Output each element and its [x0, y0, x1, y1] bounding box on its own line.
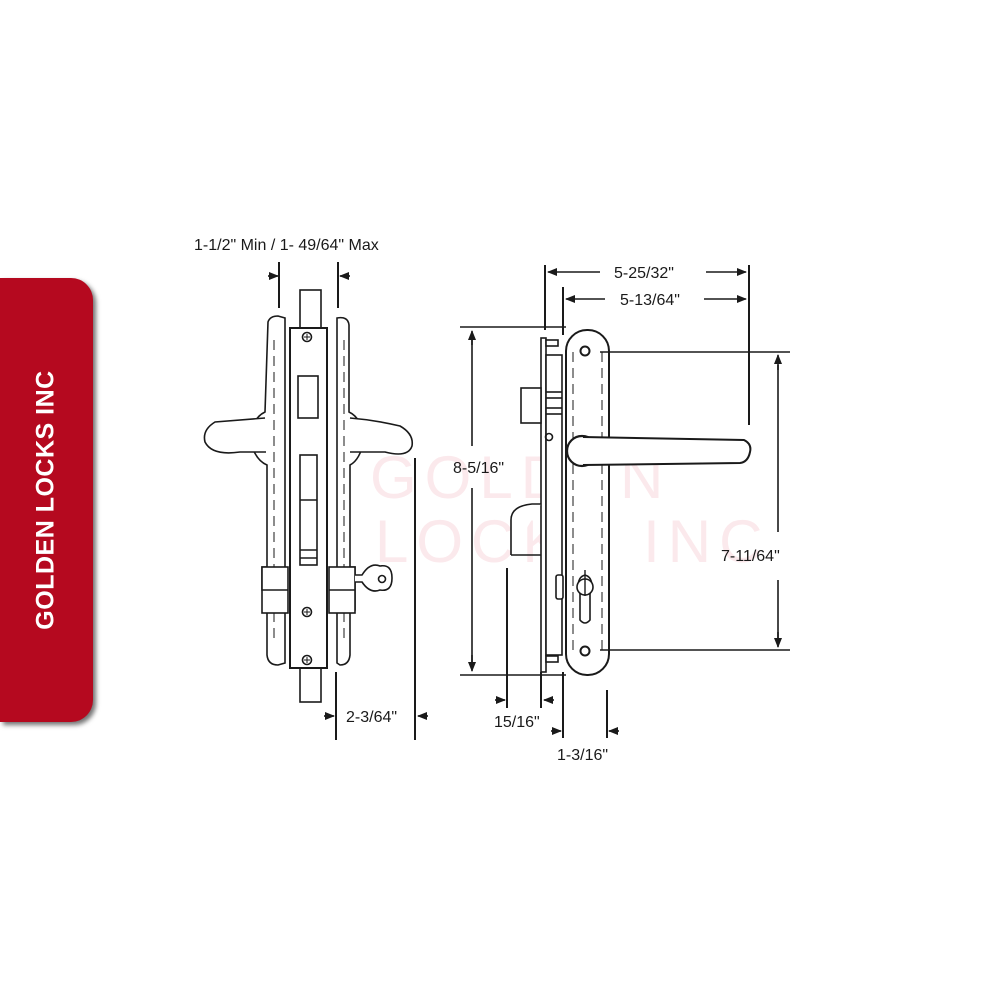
lever-length-label: 5-13/64" [620, 292, 680, 309]
side-view-drawing [203, 262, 428, 740]
overall-projection-label: 5-25/32" [614, 265, 674, 282]
faceplate-height-label: 8-5/16" [453, 460, 504, 477]
lever-projection-label: 2-3/64" [346, 709, 397, 726]
backset-range-label: 1-1/2" Min / 1- 49/64" Max [194, 237, 379, 254]
screw-spacing-label: 7-11/64" [721, 548, 780, 565]
brand-tab [0, 278, 93, 722]
backset-label: 15/16" [494, 714, 540, 731]
front-view-drawing [460, 265, 790, 738]
escutcheon-width-label: 1-3/16" [557, 747, 608, 764]
